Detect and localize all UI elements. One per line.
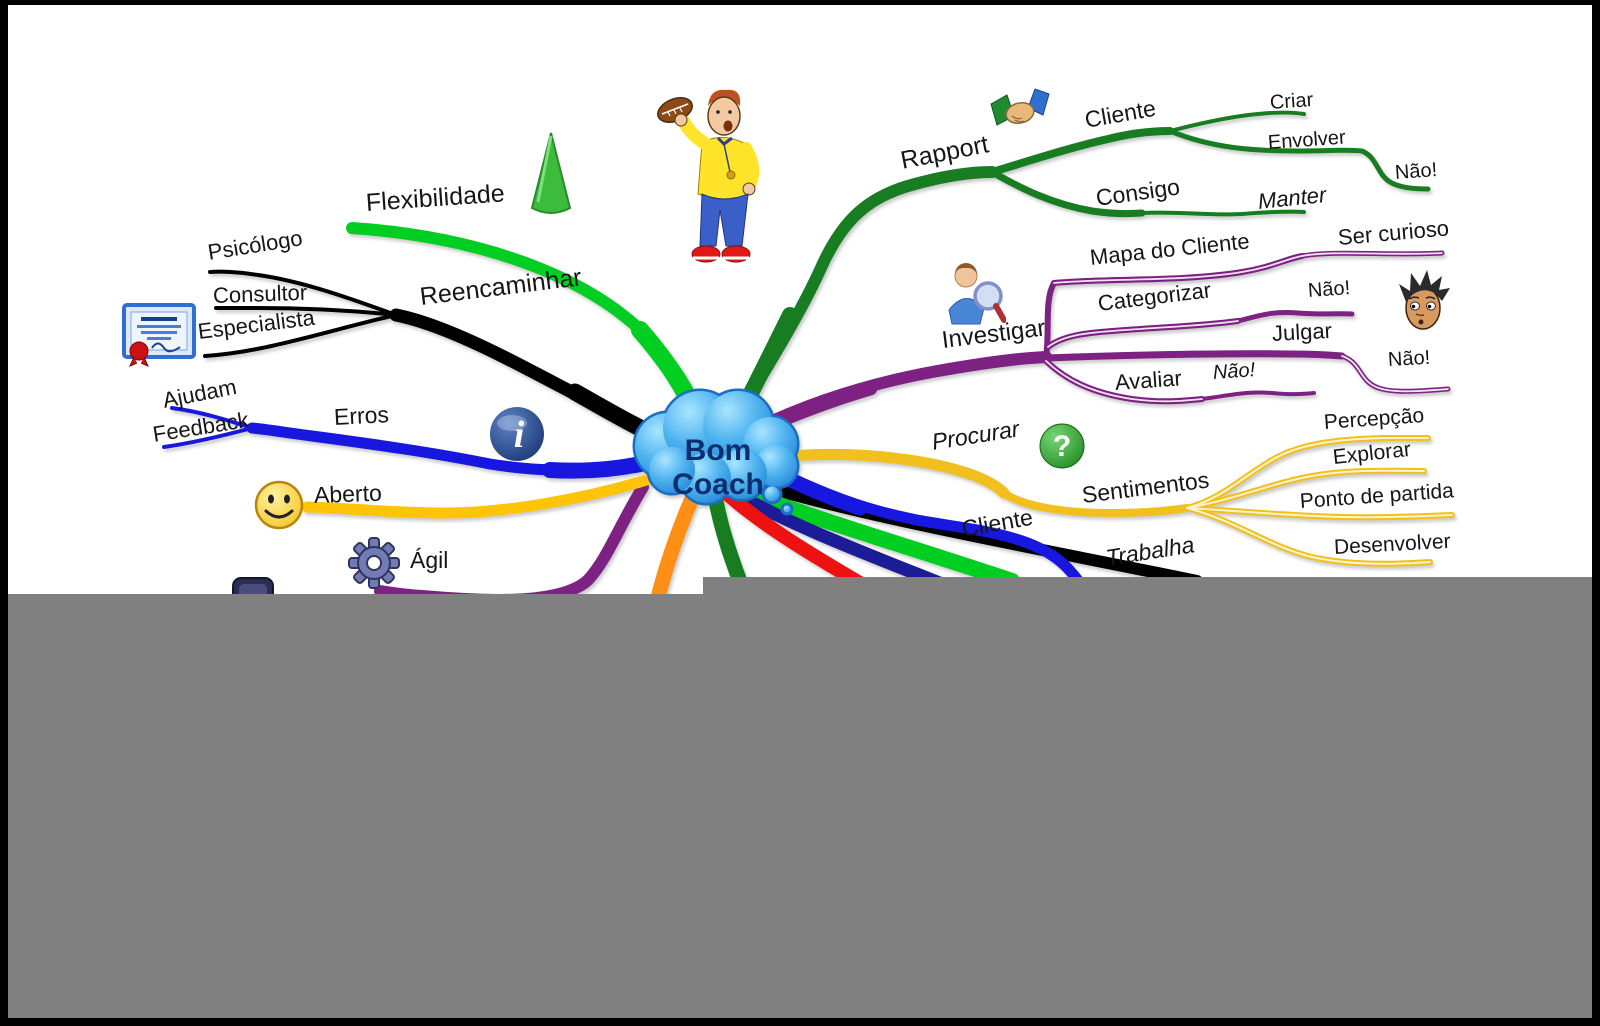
topic-agil[interactable]: Ágil xyxy=(410,547,449,573)
topic-criar[interactable]: Criar xyxy=(1269,89,1314,114)
question-icon: ? xyxy=(1039,423,1085,469)
branch-procurar-highlight xyxy=(1186,437,1453,565)
coach-clipart xyxy=(657,89,760,263)
detective-icon xyxy=(948,263,1006,325)
handshake-icon xyxy=(990,88,1050,126)
topic-erros[interactable]: Erros xyxy=(333,401,390,430)
branch-aberto xyxy=(301,473,656,519)
svg-text:i: i xyxy=(514,414,525,456)
svg-text:?: ? xyxy=(1053,430,1071,463)
smiley-icon xyxy=(254,480,304,530)
topic-avaliar[interactable]: Avaliar xyxy=(1114,365,1183,395)
branch-rapport xyxy=(721,110,1431,444)
topic-aberto[interactable]: Aberto xyxy=(313,479,383,508)
frame-border-top xyxy=(0,0,1600,5)
branch-investigar-highlight xyxy=(1045,252,1449,403)
topic-envolver-nao[interactable]: Não! xyxy=(1394,159,1438,184)
topic-consultor[interactable]: Consultor xyxy=(212,279,308,308)
boy-face-icon xyxy=(1399,270,1450,330)
topic-julgar[interactable]: Julgar xyxy=(1271,317,1333,346)
frame-border-right xyxy=(1592,0,1600,1026)
gray-overlay-right xyxy=(703,577,1592,1018)
topic-julgar-nao[interactable]: Não! xyxy=(1387,346,1431,371)
certificate-icon xyxy=(122,303,196,367)
topic-categorizar-nao[interactable]: Não! xyxy=(1307,277,1351,302)
info-icon: i xyxy=(490,407,544,461)
cone-icon xyxy=(530,132,572,214)
gray-overlay-left xyxy=(8,594,703,1018)
center-cloud-shape xyxy=(632,388,800,516)
center-topic[interactable]: Bom Coach xyxy=(672,434,764,501)
gear-icon xyxy=(348,537,400,589)
topic-avaliar-nao[interactable]: Não! xyxy=(1212,359,1256,384)
frame-border-left xyxy=(0,0,8,1026)
frame-border-bottom xyxy=(0,1018,1600,1026)
